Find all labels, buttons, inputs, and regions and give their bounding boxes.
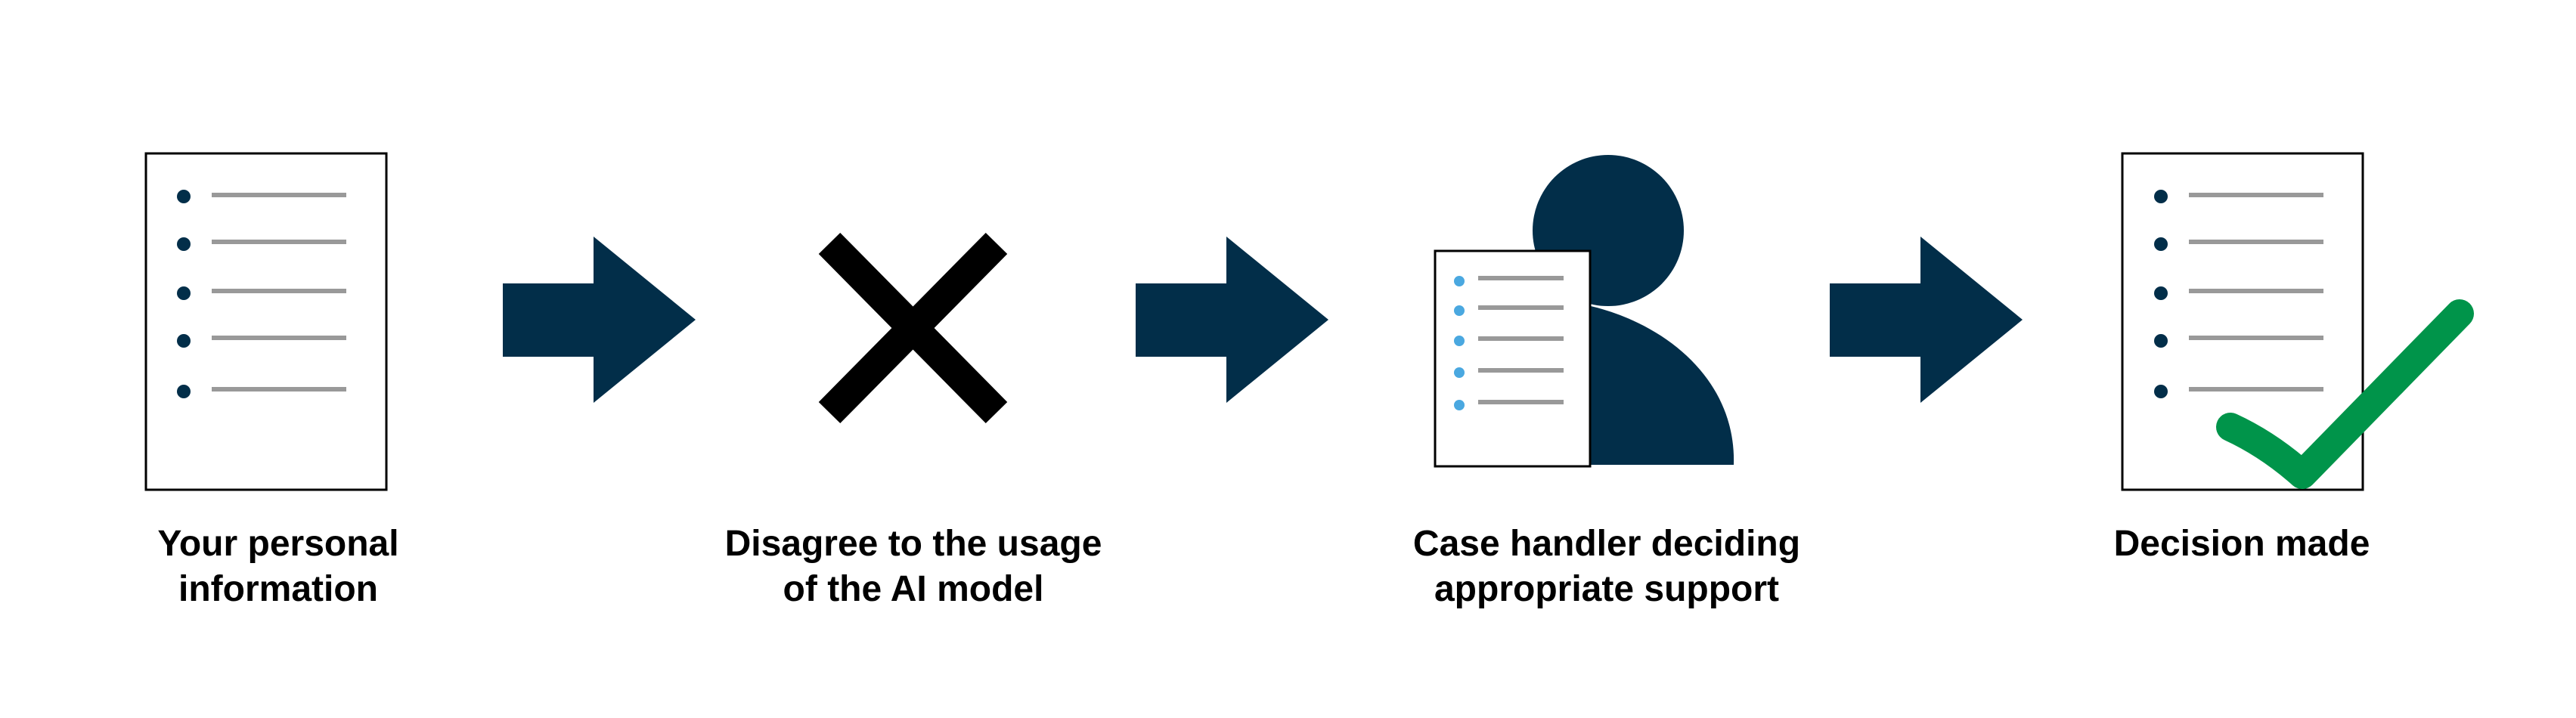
- step-label-line: information: [178, 569, 378, 609]
- step-label-personal-information: Your personal information: [36, 521, 520, 612]
- document-icon: [1434, 249, 1592, 468]
- case-handler-icon: [1434, 155, 1734, 468]
- step-label-line: Decision made: [2113, 524, 2370, 564]
- arrow-right-icon: [1830, 237, 2023, 403]
- checkmark-icon: [2216, 299, 2474, 489]
- document-checkmark-icon: [2121, 152, 2474, 491]
- step-label-disagree: Disagree to the usage of the AI model: [671, 521, 1155, 612]
- step-label-line: appropriate support: [1434, 569, 1780, 609]
- arrow-right-icon: [503, 237, 696, 403]
- document-icon: [144, 152, 388, 491]
- document-bullet-list: [2154, 190, 2323, 398]
- cross-icon: [818, 232, 1008, 424]
- step-label-line: Disagree to the usage: [724, 524, 1102, 564]
- step-label-line: of the AI model: [783, 569, 1044, 609]
- arrow-right-icon: [1136, 237, 1328, 403]
- step-label-line: Case handler deciding: [1412, 524, 1801, 564]
- document-bullet-list: [177, 190, 346, 398]
- step-label-decision-made: Decision made: [2000, 521, 2484, 567]
- step-label-case-handler: Case handler deciding appropriate suppor…: [1365, 521, 1849, 612]
- step-label-line: Your personal: [157, 524, 399, 564]
